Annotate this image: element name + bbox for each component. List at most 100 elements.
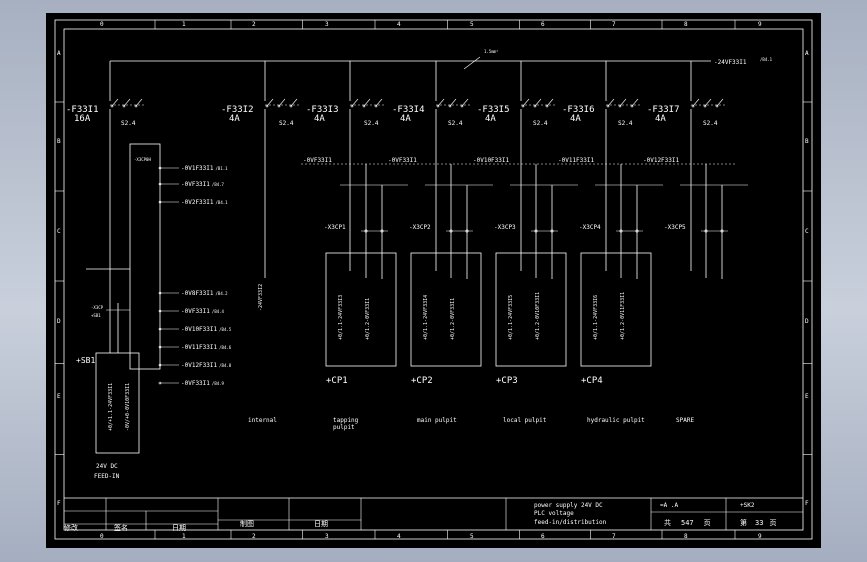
- breaker-contact: [449, 98, 457, 107]
- outer-frame: [54, 19, 813, 540]
- panel-voltage-label: +0/1.2-0VF33I1: [365, 298, 371, 340]
- section-caption: hydraulic pulpit: [587, 417, 645, 424]
- breaker-3: -F33I3 4A S2.4: [306, 105, 379, 127]
- left-output: -0VF33I1/B4.7: [181, 181, 225, 188]
- title-description: feed-in/distribution: [534, 519, 607, 526]
- grid-row-marker: E: [57, 393, 61, 400]
- connector-node: [364, 229, 368, 233]
- breaker-tag: -F33I2: [221, 105, 254, 115]
- grid-column-marker: 5: [470, 21, 474, 28]
- breaker-row: -F33I1 16A S2.4 -F33I2 4A S2.4 -F33I3 4A…: [66, 105, 718, 127]
- connector-node: [704, 229, 708, 233]
- breaker-contact: [375, 98, 383, 107]
- panel-box: [410, 252, 482, 367]
- panel-voltage-label: +0/1.1-24VF33I3: [338, 295, 344, 340]
- grid-column-marker: 1: [182, 21, 186, 28]
- panel-cp4: +0/1.1-24VF33I6 +0/1.2-0V11F33I1 +CP4: [580, 252, 652, 386]
- breaker-contact: [692, 98, 700, 107]
- signal-label: -0V11F33I1: [558, 157, 595, 164]
- grid-row-marker: D: [805, 318, 809, 325]
- signal-label-row: -0VF33I1 -0VF33I1 -0V10F33I1 -0V11F33I1 …: [303, 157, 680, 164]
- connector-node: [619, 229, 623, 233]
- breaker-rating: 4A: [400, 114, 411, 124]
- note-leader: [463, 56, 481, 70]
- feed-left-label: +0/+1.1-24VF33I1: [108, 383, 114, 431]
- left-output: -0V10F33I1/B4.5: [181, 326, 232, 333]
- signal-label: -0VF33I1: [303, 157, 332, 164]
- inner-frame: [63, 28, 804, 531]
- supply-bus-label: -24VF33I1: [714, 59, 747, 66]
- connector-node: [534, 229, 538, 233]
- connector-label: -X3CP3: [494, 224, 516, 231]
- grid-row-marker: C: [57, 228, 61, 235]
- breaker-aux: S2.4: [121, 120, 136, 127]
- left-output: -0VF33I1/B4.4: [181, 308, 225, 315]
- grid-column-marker: 0: [100, 533, 104, 540]
- breaker-aux: S2.4: [279, 120, 294, 127]
- breaker-contact: [619, 98, 627, 107]
- breaker-contact: [546, 98, 554, 107]
- breaker-rating: 4A: [314, 114, 325, 124]
- breaker-contact: [437, 98, 445, 107]
- connector-label: -X3CP1: [324, 224, 346, 231]
- panel-voltage-label: +0/1.1-24VF33I6: [593, 295, 599, 340]
- breaker-contact: [461, 98, 469, 107]
- panel-voltage-label: +0/1.1-24VF33I4: [423, 295, 429, 340]
- left-output: -0V11F33I1/B4.6: [181, 344, 232, 351]
- connector-row: -X3CP1 -X3CP2 -X3CP3 -X3CP4 -X3CP5: [324, 224, 686, 231]
- grid-column-marker: 4: [397, 21, 401, 28]
- section-caption: tapping: [333, 417, 359, 424]
- feed-in-box: [95, 352, 140, 454]
- grid-column-marker: 5: [470, 533, 474, 540]
- breaker-tag: -F33I4: [392, 105, 425, 115]
- signal-label: -0V10F33I1: [473, 157, 510, 164]
- switch-sublabel: +SB1: [91, 313, 101, 318]
- breaker-tag: -F33I1: [66, 105, 99, 115]
- grid-column-marker: 0: [100, 21, 104, 28]
- breaker-contact: [631, 98, 639, 107]
- left-output: -0V12F33I1/B4.8: [181, 362, 232, 369]
- panel-box: [495, 252, 567, 367]
- breaker-tag: -F33I7: [647, 105, 680, 115]
- breaker-7: -F33I7 4A S2.4: [647, 105, 718, 127]
- breaker-tag: -F33I5: [477, 105, 510, 115]
- grid-column-marker: 7: [612, 533, 616, 540]
- breaker-contact: [123, 98, 131, 107]
- section-caption: SPARE: [676, 417, 694, 424]
- breaker-rating: 4A: [485, 114, 496, 124]
- breaker-6: -F33I6 4A S2.4: [562, 105, 633, 127]
- breaker-aux: S2.4: [364, 120, 379, 127]
- grid-column-marker: 2: [252, 21, 256, 28]
- grid-row-marker: C: [805, 228, 809, 235]
- breaker-aux: S2.4: [703, 120, 718, 127]
- left-output: -0V8F33I1/B4.2: [181, 290, 228, 297]
- left-block-top-label: -X3CP0H: [134, 157, 151, 162]
- section-caption: local pulpit: [503, 417, 547, 424]
- breaker-contact: [290, 98, 298, 107]
- grid-row-marker: A: [57, 50, 61, 57]
- grid-row-marker: F: [805, 500, 809, 507]
- breaker-contact: [704, 98, 712, 107]
- breaker-contact: [363, 98, 371, 107]
- row-header: 制图: [240, 519, 254, 528]
- left-vertical-label: -24VF33I2: [258, 284, 264, 311]
- grid-column-marker: 9: [758, 21, 762, 28]
- grid-column-marker: 9: [758, 533, 762, 540]
- panel-cp2: +0/1.1-24VF33I4 +0/1.2-0VF33I1 +CP2: [410, 252, 482, 386]
- wiring: [86, 131, 748, 385]
- breaker-5: -F33I5 4A S2.4: [477, 105, 548, 127]
- breaker-contact: [351, 98, 359, 107]
- grid-column-marker: 6: [541, 21, 545, 28]
- grid-row-marker: E: [805, 393, 809, 400]
- grid-column-marker: 7: [612, 21, 616, 28]
- breaker-4: -F33I4 4A S2.4: [392, 105, 463, 127]
- row-header: 日期: [314, 520, 328, 528]
- left-output: -0V2F33I1/B4.1: [181, 199, 228, 206]
- left-terminal-block: [129, 143, 161, 370]
- breaker-rating: 4A: [655, 114, 666, 124]
- location-code: +SK2: [740, 502, 755, 509]
- panel-voltage-label: +0/1.1-24VF33I5: [508, 295, 514, 340]
